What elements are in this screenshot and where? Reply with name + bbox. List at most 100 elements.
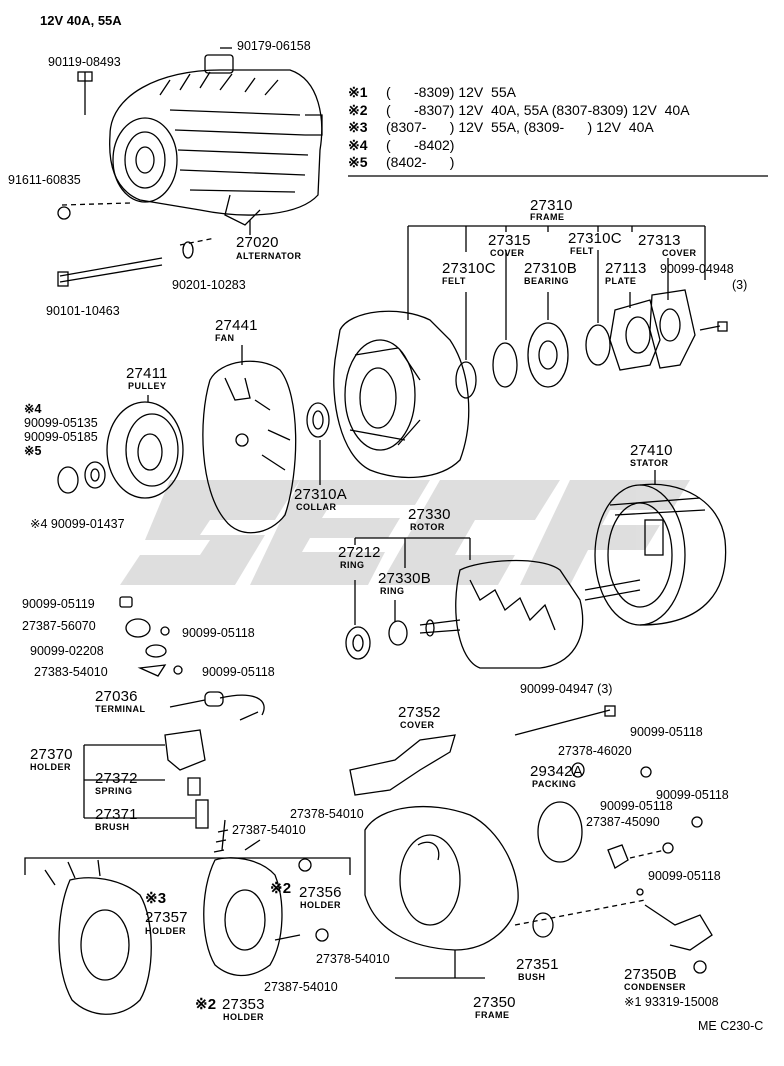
part-number-label: 90099-05118 xyxy=(630,725,703,739)
part-number-label: 27387-54010 xyxy=(264,980,338,994)
part-number-label: 90099-05118 xyxy=(648,869,721,883)
note-row-2: ※2 ( -8307) 12V 40A, 55A (8307-8309) 12V… xyxy=(348,102,768,120)
applicability-notes: ※1 ( -8309) 12V 55A ※2 ( -8307) 12V 40A,… xyxy=(348,84,768,172)
part-name-label: FAN xyxy=(215,333,235,343)
note-mark: ※5 xyxy=(348,154,368,170)
diagram-header: 12V 40A, 55A xyxy=(40,13,122,28)
part-number-label: 27352 xyxy=(398,704,441,721)
part-number-label: 27113 xyxy=(605,260,647,277)
rear-frame-drawing xyxy=(349,705,713,979)
part-number-label: 27330B xyxy=(378,570,431,587)
part-name-label: SPRING xyxy=(95,786,133,796)
part-number-label: 27356 xyxy=(299,884,342,901)
note-row-3: ※3 (8307- ) 12V 55A, (8309- ) 12V 40A xyxy=(348,119,768,137)
note-mark: ※3 xyxy=(348,119,368,135)
part-number-label: 27036 xyxy=(95,688,138,705)
part-number-label: 90099-05118 xyxy=(600,799,673,813)
diagram-reference-code: ME C230-C xyxy=(698,1019,764,1033)
part-number-label: 27411 xyxy=(126,365,168,382)
part-number-label: 27353 xyxy=(222,996,265,1013)
part-number-label: 27310B xyxy=(524,260,577,277)
part-number-label: 27410 xyxy=(630,442,673,459)
part-name-label: HOLDER xyxy=(300,900,341,910)
part-number-label: 27315 xyxy=(488,232,531,249)
part-name-label: PACKING xyxy=(532,779,577,789)
part-name-label: FELT xyxy=(570,246,594,256)
part-number-label: 27370 xyxy=(30,746,73,763)
part-number-label: ※1 93319-15008 xyxy=(624,995,719,1009)
part-name-label: RING xyxy=(380,586,405,596)
part-number-label: 27350 xyxy=(473,994,516,1011)
note-row-1: ※1 ( -8309) 12V 55A xyxy=(348,84,768,102)
alternator-assembly-drawing xyxy=(57,47,323,287)
note-text: ( -8307) 12V 40A, 55A (8307-8309) 12V 40… xyxy=(386,101,690,118)
note-row-5: ※5 (8402- ) xyxy=(348,154,768,172)
part-number-label: 27441 xyxy=(215,317,258,334)
part-number-label: 27313 xyxy=(638,232,681,249)
part-name-label: COVER xyxy=(490,248,525,258)
part-name-label: RING xyxy=(340,560,365,570)
part-number-label: 27330 xyxy=(408,506,451,523)
fan-pulley-drawing xyxy=(57,345,330,534)
note-text: ( -8309) 12V 55A xyxy=(386,84,516,100)
part-number-label: 90101-10463 xyxy=(46,304,120,318)
note-mark-label: ※2 xyxy=(195,996,217,1013)
note-mark-label: ※5 xyxy=(24,444,42,458)
part-name-label: PLATE xyxy=(605,276,637,286)
quantity-label: (3) xyxy=(732,278,748,292)
note-text: (8307- ) 12V 55A, (8309- ) 12V 40A xyxy=(386,119,654,135)
part-number-label: 29342A xyxy=(530,763,583,780)
part-number-label: 90099-05185 xyxy=(24,430,98,444)
note-mark-label: ※4 xyxy=(24,402,42,416)
part-number-label: 27212 xyxy=(338,544,381,561)
small-hardware-drawing xyxy=(119,596,183,677)
part-number-label: 27020 xyxy=(236,234,279,251)
part-number-label: 27372 xyxy=(95,770,138,787)
frame-group-drawing xyxy=(333,225,728,478)
part-name-label: PULLEY xyxy=(128,381,167,391)
part-name-label: HOLDER xyxy=(145,926,186,936)
holder-27357-inset-drawing xyxy=(24,857,351,1015)
stator-drawing xyxy=(594,470,727,626)
part-number-label: ※4 90099-01437 xyxy=(30,517,125,531)
part-number-label: 90119-08493 xyxy=(48,55,121,69)
part-number-label: 27387-45090 xyxy=(586,815,660,829)
part-name-label: BRUSH xyxy=(95,822,130,832)
part-number-label: 27378-46020 xyxy=(558,744,632,758)
part-number-label: 27350B xyxy=(624,966,677,983)
part-name-label: HOLDER xyxy=(223,1012,264,1022)
part-number-label: 90099-05118 xyxy=(656,788,729,802)
part-number-label: 90201-10283 xyxy=(172,278,246,292)
part-name-label: HOLDER xyxy=(30,762,71,772)
part-number-label: 90099-05119 xyxy=(22,597,95,611)
note-row-4: ※4 ( -8402) xyxy=(348,137,768,155)
part-number-label: 90179-06158 xyxy=(237,39,311,53)
part-number-label: 27357 xyxy=(145,909,188,926)
part-number-label: 27378-54010 xyxy=(290,807,364,821)
part-name-label: COVER xyxy=(400,720,435,730)
part-name-label: FELT xyxy=(442,276,466,286)
note-mark: ※1 xyxy=(348,84,368,100)
watermark-logo xyxy=(120,480,690,585)
part-number-label: 27351 xyxy=(516,956,559,973)
part-name-label: COLLAR xyxy=(296,502,337,512)
part-number-label: 27310C xyxy=(442,260,496,277)
part-number-label: 91611-60835 xyxy=(8,173,81,187)
rotor-drawing xyxy=(345,537,641,669)
brush-holder-drawing xyxy=(83,691,329,977)
part-number-label: 27310C xyxy=(568,230,622,247)
note-mark-label: ※3 xyxy=(145,890,167,907)
part-name-label: BEARING xyxy=(524,276,570,286)
part-name-label: FRAME xyxy=(530,212,565,222)
note-mark: ※2 xyxy=(348,101,368,118)
part-name-label: ALTERNATOR xyxy=(236,251,302,261)
part-number-label: 90099-05118 xyxy=(182,626,255,640)
part-name-label: TERMINAL xyxy=(95,704,146,714)
part-number-label: 27371 xyxy=(95,806,138,823)
part-name-label: COVER xyxy=(662,248,697,258)
part-name-label: FRAME xyxy=(475,1010,510,1020)
part-number-label: 90099-04947 (3) xyxy=(520,682,613,696)
part-number-label: 27378-54010 xyxy=(316,952,390,966)
